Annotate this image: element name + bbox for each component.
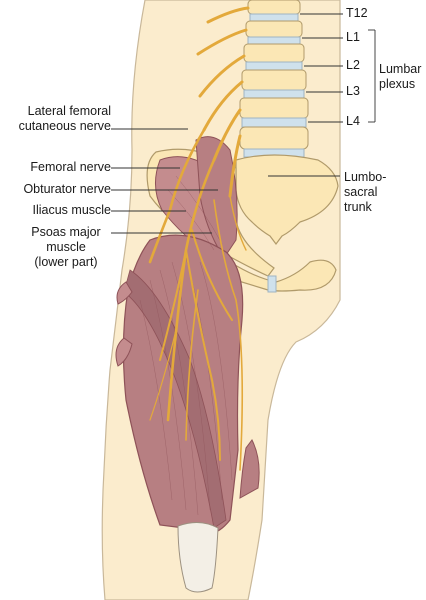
nerves xyxy=(148,6,250,471)
label-l3: L3 xyxy=(346,84,360,98)
psoas-shape xyxy=(195,136,238,259)
left-muscle-bulge xyxy=(115,281,133,367)
label-psoas-major-muscle: Psoas major muscle (lower part) xyxy=(31,225,101,269)
label-lumbosacral-trunk: Lumbo- sacral trunk xyxy=(344,170,387,214)
vertebral-column xyxy=(239,0,309,158)
label-l2: L2 xyxy=(346,58,360,72)
label-lateral-femoral-cutaneous-nerve: Lateral femoral cutaneous nerve xyxy=(18,104,111,133)
label-t12: T12 xyxy=(346,6,368,20)
sacrum xyxy=(235,154,339,245)
label-l4: L4 xyxy=(346,114,360,128)
adductor-tendon xyxy=(239,439,260,499)
leader-lines xyxy=(111,13,376,234)
label-lumbar-plexus: Lumbar plexus xyxy=(379,62,422,91)
label-femoral-nerve: Femoral nerve xyxy=(30,160,111,174)
label-l1: L1 xyxy=(346,30,360,44)
label-obturator-nerve: Obturator nerve xyxy=(23,182,111,196)
knee-tendon xyxy=(177,522,219,593)
label-iliacus-muscle: Iliacus muscle xyxy=(32,203,112,217)
